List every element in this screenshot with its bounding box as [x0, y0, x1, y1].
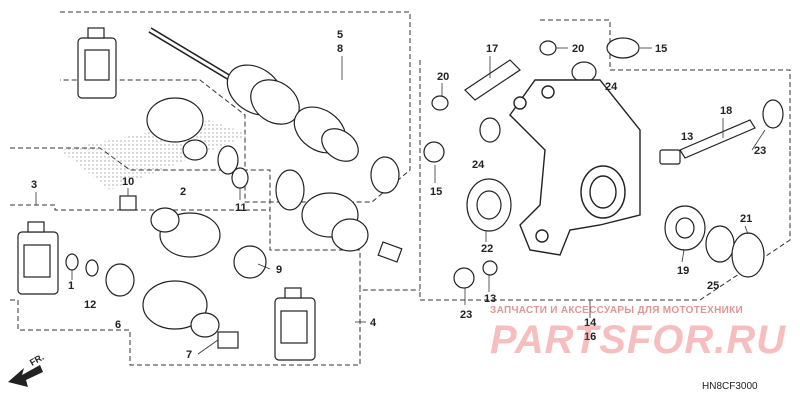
- outline-group-housing: [419, 19, 791, 301]
- callout-20: 20: [572, 43, 584, 55]
- oil-bottle-icon-2: [17, 221, 59, 295]
- callout-4: 4: [370, 317, 377, 329]
- callout-23b: 23: [460, 309, 472, 321]
- callout-16: 16: [584, 331, 596, 343]
- direction-label: FR.: [28, 352, 46, 368]
- callout-24: 24: [605, 81, 618, 93]
- drive-shaft: [148, 27, 359, 162]
- callout-13: 13: [681, 131, 693, 143]
- final-drive-housing: [509, 79, 641, 256]
- callout-10: 10: [122, 176, 134, 188]
- shaft-18: [659, 119, 756, 165]
- callout-1: 1: [68, 280, 74, 292]
- callout-17: 17: [486, 43, 498, 55]
- callout-6: 6: [115, 319, 121, 331]
- callout-24b: 24: [472, 159, 485, 171]
- boot-upper: [275, 156, 403, 263]
- cv-joint: [146, 97, 239, 175]
- callout-22: 22: [481, 243, 493, 255]
- callout-11: 11: [235, 202, 247, 214]
- diagram-code: HN8CF3000: [702, 381, 758, 392]
- shaft-17: [464, 59, 521, 101]
- callout-19: 19: [677, 265, 689, 277]
- callout-21: 21: [740, 213, 752, 225]
- oil-bottle-icon-3: [274, 287, 316, 361]
- callout-5: 5: [337, 29, 343, 41]
- callout-12: 12: [84, 299, 96, 311]
- callout-13b: 13: [484, 293, 496, 305]
- callout-9: 9: [276, 264, 282, 276]
- callout-23: 23: [754, 145, 766, 157]
- seals: [423, 37, 784, 289]
- boot-middle: [119, 167, 267, 279]
- callout-18: 18: [720, 105, 732, 117]
- watermark-text: ЗАПЧАСТИ И АКСЕССУАРЫ ДЛЯ МОТОТЕХНИКИ: [490, 305, 743, 316]
- callout-7: 7: [186, 349, 192, 361]
- callout-14: 14: [584, 317, 597, 329]
- callout-2: 2: [180, 186, 186, 198]
- callout-20b: 20: [437, 71, 449, 83]
- callout-15b: 15: [430, 186, 442, 198]
- callout-25: 25: [707, 280, 719, 292]
- callout-8: 8: [337, 43, 343, 55]
- callout-3: 3: [31, 179, 37, 191]
- leader-lines: [35, 47, 766, 355]
- boot-lower: [65, 253, 239, 349]
- outline-group-shaft-upper: [10, 11, 420, 366]
- callout-numbers: 5 8 17 20 15 20 24 18 13 23 3 10 2 11 1 …: [31, 29, 766, 361]
- oil-bottle-icon: [77, 27, 117, 99]
- callout-15: 15: [655, 43, 667, 55]
- shaded-band: [60, 120, 250, 190]
- watermark-brand: PARTSFOR.RU: [490, 318, 787, 362]
- direction-arrow-icon: FR.: [8, 352, 46, 387]
